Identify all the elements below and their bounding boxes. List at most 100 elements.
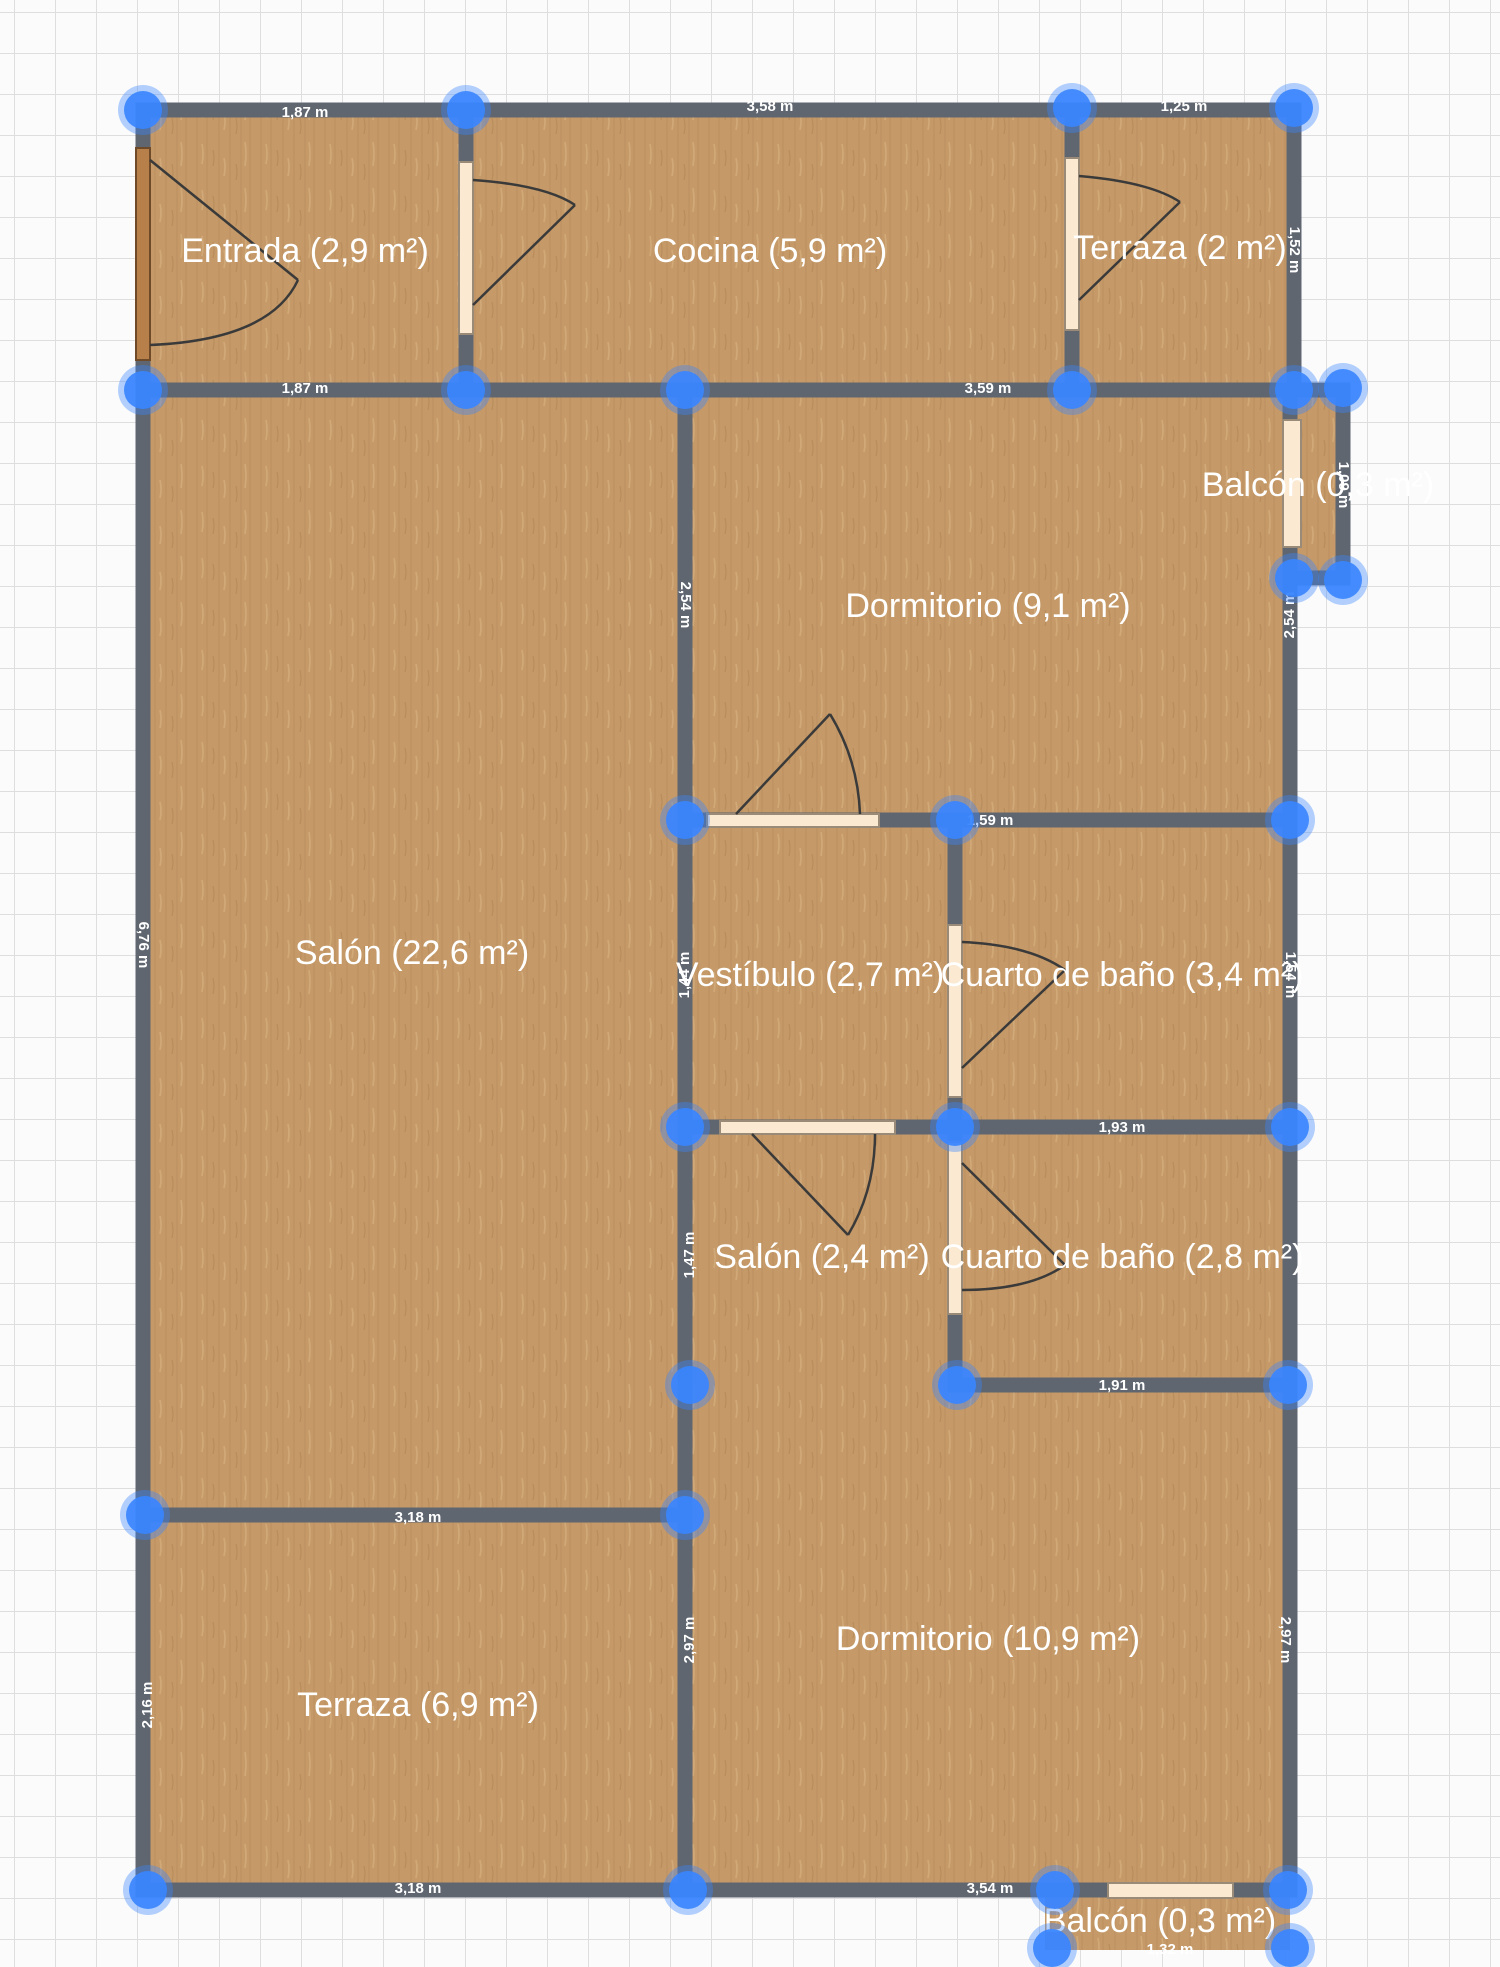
dimension-label: 1,91 m (1099, 1377, 1146, 1394)
dimension-label: 1,32 m (1147, 1941, 1194, 1958)
dimension-label: 2,54 m (677, 582, 694, 629)
vertex-handle[interactable] (1269, 83, 1319, 133)
wall-balcon-right[interactable] (1286, 382, 1351, 586)
room-labels: Entrada (2,9 m²) Cocina (5,9 m²) Terraza… (181, 229, 1434, 1940)
room-label-vestibulo[interactable]: Vestíbulo (2,7 m²) (676, 956, 944, 994)
dimension-label: 1,25 m (1161, 98, 1208, 115)
dimension-label: 2,16 m (139, 1682, 156, 1729)
dimension-label: 3,58 m (747, 98, 794, 115)
dimension-label: 2,97 m (1277, 1617, 1294, 1664)
door-entrada-cocina-leaf (472, 204, 576, 306)
door-salon-small-leaf (751, 1133, 849, 1236)
vertex-handle[interactable] (1318, 555, 1368, 605)
room-label-balcon-bottom[interactable]: Balcón (0,3 m²) (1044, 1902, 1276, 1940)
vertex-handle[interactable] (118, 365, 168, 415)
vertex-handle[interactable] (1030, 1865, 1080, 1915)
vertex-handle[interactable] (441, 85, 491, 135)
vertex-handle[interactable] (930, 795, 980, 845)
vertex-handle[interactable] (1265, 1102, 1315, 1152)
vertex-handle[interactable] (660, 1102, 710, 1152)
dimension-label: 2,97 m (681, 1617, 698, 1664)
door-entrada-leaf (149, 159, 299, 281)
floor-entrada[interactable] (143, 110, 466, 390)
door-salon-small[interactable] (719, 1120, 896, 1135)
vertex-handle[interactable] (1263, 1865, 1313, 1915)
door-bano-2-leaf (961, 1162, 1066, 1266)
dimension-label: 3,54 m (967, 1880, 1014, 1897)
floor-salon-small[interactable] (685, 1127, 955, 1385)
room-label-salon-main[interactable]: Salón (22,6 m²) (295, 934, 529, 972)
floor-bano-2[interactable] (955, 1127, 1290, 1385)
vertex-handle[interactable] (1265, 1923, 1315, 1967)
room-label-balcon-right[interactable]: Balcón (0,3 m²) (1202, 466, 1434, 504)
floor-dormitorio-2[interactable] (685, 1385, 1290, 1890)
dimension-label: 1,87 m (282, 104, 329, 121)
room-label-terraza-bottom[interactable]: Terraza (6,9 m²) (297, 1686, 539, 1724)
dimension-label: 2,54 m (1281, 592, 1298, 639)
dimension-label: 1,09 m (1335, 462, 1352, 509)
dimension-label: 1,44 m (676, 952, 693, 999)
dimension-label: 1,93 m (1099, 1119, 1146, 1136)
door-cocina-terraza-arc (1078, 174, 1181, 204)
vertex-handle[interactable] (1318, 363, 1368, 413)
room-label-cocina[interactable]: Cocina (5,9 m²) (653, 232, 887, 270)
vertex-handle[interactable] (123, 1865, 173, 1915)
floor-salon-main[interactable] (143, 390, 685, 1515)
vertex-handles (118, 83, 1368, 1967)
door-bano-2-arc (961, 1263, 1066, 1292)
floor-cocina[interactable] (466, 110, 1072, 390)
vertex-handle[interactable] (1027, 1923, 1077, 1967)
floor-terraza-top[interactable] (1072, 110, 1294, 390)
dimension-label: 1,54 m (1282, 952, 1299, 999)
door-entrada-arc (149, 279, 300, 347)
vertex-handle[interactable] (1269, 553, 1319, 603)
room-label-dormitorio-1[interactable]: Dormitorio (9,1 m²) (845, 587, 1130, 625)
vertex-handle[interactable] (1263, 1360, 1313, 1410)
dimension-label: 3,18 m (395, 1509, 442, 1526)
vertex-handle[interactable] (660, 1490, 710, 1540)
floor-balcon-bottom[interactable] (1045, 1890, 1290, 1950)
vertex-handle[interactable] (441, 365, 491, 415)
door-dormitorio-1[interactable] (706, 813, 880, 828)
vertex-handle[interactable] (932, 1360, 982, 1410)
room-label-dormitorio-2[interactable]: Dormitorio (10,9 m²) (836, 1620, 1140, 1658)
door-balcon-right[interactable] (1282, 419, 1302, 548)
dimension-label: 1,87 m (282, 380, 329, 397)
floor-vestibulo[interactable] (685, 820, 955, 1127)
room-label-terraza-top[interactable]: Terraza (2 m²) (1073, 229, 1286, 267)
floor-dormitorio-1[interactable] (685, 390, 1294, 820)
door-entrada-cocina-arc (472, 178, 576, 207)
vertex-handle[interactable] (930, 1102, 980, 1152)
dimension-labels: 1,87 m 3,58 m 1,25 m 1,87 m 3,59 m 1,52 … (135, 98, 1352, 1958)
door-entrada-cocina[interactable] (458, 161, 474, 335)
room-label-bano-2[interactable]: Cuarto de baño (2,8 m²) (941, 1238, 1304, 1276)
door-salon-small-arc (846, 1133, 877, 1236)
vertex-handle[interactable] (660, 365, 710, 415)
floor-terraza-bottom[interactable] (143, 1515, 685, 1890)
vertex-handle[interactable] (663, 1865, 713, 1915)
room-label-bano-1[interactable]: Cuarto de baño (3,4 m²) (941, 956, 1304, 994)
dimension-label: 1,52 m (1286, 227, 1303, 274)
door-bano-1-arc (961, 940, 1066, 972)
door-bano-1[interactable] (947, 924, 963, 1098)
door-cocina-terraza-leaf (1078, 201, 1181, 301)
dimension-label: 6,76 m (135, 922, 152, 969)
room-label-salon-small[interactable]: Salón (2,4 m²) (714, 1238, 929, 1276)
floor-bano-1[interactable] (955, 820, 1290, 1127)
floor-areas (143, 110, 1343, 1950)
door-cocina-terraza[interactable] (1064, 157, 1080, 331)
vertex-handle[interactable] (1265, 795, 1315, 845)
room-label-entrada[interactable]: Entrada (2,9 m²) (181, 232, 429, 270)
window-balcon-bottom[interactable] (1107, 1882, 1234, 1899)
vertex-handle[interactable] (1047, 365, 1097, 415)
vertex-handle[interactable] (1047, 83, 1097, 133)
door-entrada[interactable] (135, 147, 151, 361)
door-bano-2[interactable] (947, 1141, 963, 1315)
vertex-handle[interactable] (118, 85, 168, 135)
dimension-label: 1,47 m (681, 1232, 698, 1279)
vertex-handle[interactable] (1269, 365, 1319, 415)
vertex-handle[interactable] (665, 1360, 715, 1410)
vertex-handle[interactable] (660, 795, 710, 845)
vertex-handle[interactable] (120, 1490, 170, 1540)
